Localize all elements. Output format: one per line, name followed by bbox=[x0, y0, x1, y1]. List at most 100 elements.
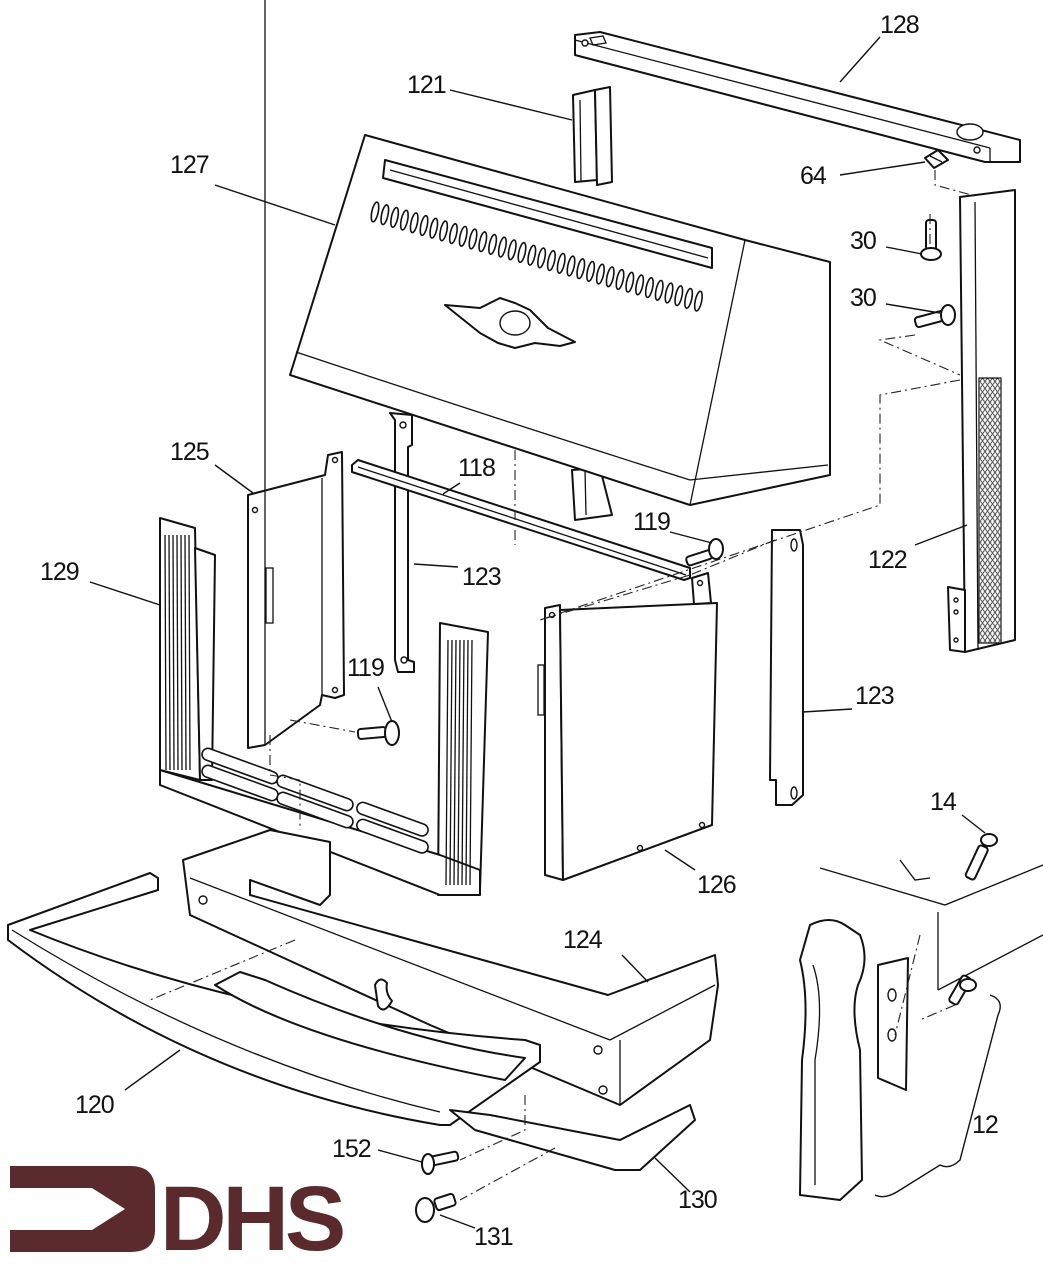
callout-123-center: 123 bbox=[462, 563, 501, 591]
vent-slot bbox=[644, 276, 654, 299]
part-123-center-bracket bbox=[389, 412, 415, 673]
vent-slot bbox=[693, 290, 703, 312]
vent-slot bbox=[507, 239, 517, 261]
vent-slot bbox=[546, 249, 556, 272]
callout-128: 128 bbox=[880, 11, 919, 39]
vent-slot bbox=[399, 209, 409, 231]
vent-slot bbox=[488, 233, 498, 256]
part-129-front-frame bbox=[159, 517, 489, 896]
callout-126: 126 bbox=[697, 871, 736, 899]
vent-slot bbox=[684, 287, 694, 310]
callout-130: 130 bbox=[678, 1186, 717, 1214]
callout-123-right: 123 bbox=[855, 682, 894, 710]
part-126-right-panel bbox=[537, 572, 718, 881]
part-123-right-bracket bbox=[769, 529, 804, 806]
callout-131: 131 bbox=[474, 1223, 513, 1251]
vent-slot bbox=[527, 244, 537, 266]
dhs-logo: DHS bbox=[10, 1166, 347, 1265]
callout-129: 129 bbox=[40, 558, 79, 586]
vent-slot bbox=[468, 228, 478, 250]
callout-30-upper: 30 bbox=[850, 227, 876, 255]
logo-text: DHS bbox=[160, 1168, 343, 1265]
part-118-cross-bar bbox=[351, 459, 691, 581]
callout-64: 64 bbox=[800, 162, 827, 190]
part-124-base bbox=[182, 829, 719, 1106]
callout-122: 122 bbox=[868, 546, 907, 574]
louvre-rib bbox=[453, 639, 457, 886]
louvre-rib bbox=[457, 639, 461, 886]
part-122-right-grille bbox=[947, 189, 1016, 653]
vent-slot bbox=[409, 212, 419, 234]
vent-slot bbox=[566, 255, 576, 277]
part-131-knob bbox=[415, 1192, 457, 1223]
vent-slot bbox=[674, 285, 684, 307]
vent-slot bbox=[664, 282, 674, 304]
part-119-screw-right bbox=[685, 538, 724, 567]
part-125-left-panel bbox=[247, 0, 345, 749]
vent-slot bbox=[635, 274, 645, 296]
vent-slot bbox=[429, 217, 439, 239]
vent-slot bbox=[595, 263, 605, 285]
vent-slot bbox=[654, 279, 664, 301]
callouts: 128 121 127 64 30 30 125 118 119 129 123… bbox=[40, 11, 999, 1251]
part-130-ash-lip bbox=[449, 1104, 696, 1171]
vent-slot bbox=[576, 258, 586, 280]
vent-slot bbox=[380, 204, 390, 226]
vent-slot bbox=[517, 241, 527, 264]
leader-lines bbox=[89, 36, 986, 1229]
callout-30-lower: 30 bbox=[850, 284, 876, 312]
part-12-leg-assembly bbox=[799, 859, 1043, 1201]
callout-125: 125 bbox=[170, 438, 209, 466]
callout-12: 12 bbox=[972, 1111, 998, 1139]
callout-118: 118 bbox=[458, 454, 495, 482]
vent-slot bbox=[419, 214, 429, 237]
ornament-icon bbox=[444, 297, 576, 349]
part-128-top-rail bbox=[574, 31, 1021, 163]
callout-124: 124 bbox=[563, 926, 603, 954]
louvre-rib bbox=[176, 534, 179, 771]
vent-slot bbox=[458, 225, 468, 247]
vent-slot bbox=[625, 271, 635, 293]
callout-119-right: 119 bbox=[633, 508, 670, 536]
louvre-rib bbox=[461, 639, 465, 886]
vent-slot bbox=[390, 206, 400, 229]
assembly-lines bbox=[149, 170, 976, 1201]
vent-slot bbox=[586, 260, 596, 283]
louvre-rib bbox=[188, 534, 191, 771]
vent-slot bbox=[370, 201, 380, 223]
ash-tray-inner bbox=[214, 971, 526, 1081]
callout-121: 121 bbox=[407, 71, 446, 99]
callout-120: 120 bbox=[75, 1091, 114, 1119]
louvre-rib bbox=[449, 639, 453, 886]
vent-slot bbox=[448, 222, 458, 245]
louvre-rib bbox=[164, 534, 167, 771]
louvre-rib bbox=[184, 534, 187, 771]
callout-127: 127 bbox=[170, 151, 209, 179]
vent-slot bbox=[497, 236, 507, 258]
louvre-rib bbox=[172, 534, 175, 771]
vent-slot bbox=[615, 268, 625, 291]
part-120-front-rail bbox=[7, 872, 541, 1126]
callout-119-left: 119 bbox=[347, 654, 384, 682]
callout-152: 152 bbox=[332, 1135, 371, 1163]
vent-slot bbox=[439, 220, 449, 242]
part-30-screw-lower bbox=[913, 304, 956, 329]
callout-14: 14 bbox=[930, 788, 957, 816]
louvre-rib bbox=[465, 639, 469, 886]
louvre-rib bbox=[168, 534, 171, 771]
part-14-leg-screw bbox=[964, 833, 998, 881]
vent-slot bbox=[605, 266, 615, 288]
part-64-clip-nut bbox=[924, 149, 949, 169]
vent-slot bbox=[537, 247, 547, 269]
part-152-screw bbox=[421, 1150, 460, 1175]
louvre-rib bbox=[469, 639, 473, 886]
louvre-rib bbox=[180, 534, 183, 771]
part-119-screw-left bbox=[356, 720, 400, 746]
vent-slot bbox=[478, 231, 488, 253]
part-127-hood bbox=[289, 134, 831, 506]
vent-slot bbox=[556, 252, 566, 274]
louvre-rib bbox=[445, 639, 449, 886]
part-30-screw-upper bbox=[920, 219, 942, 261]
arrow-bracket-icon bbox=[10, 1166, 155, 1252]
